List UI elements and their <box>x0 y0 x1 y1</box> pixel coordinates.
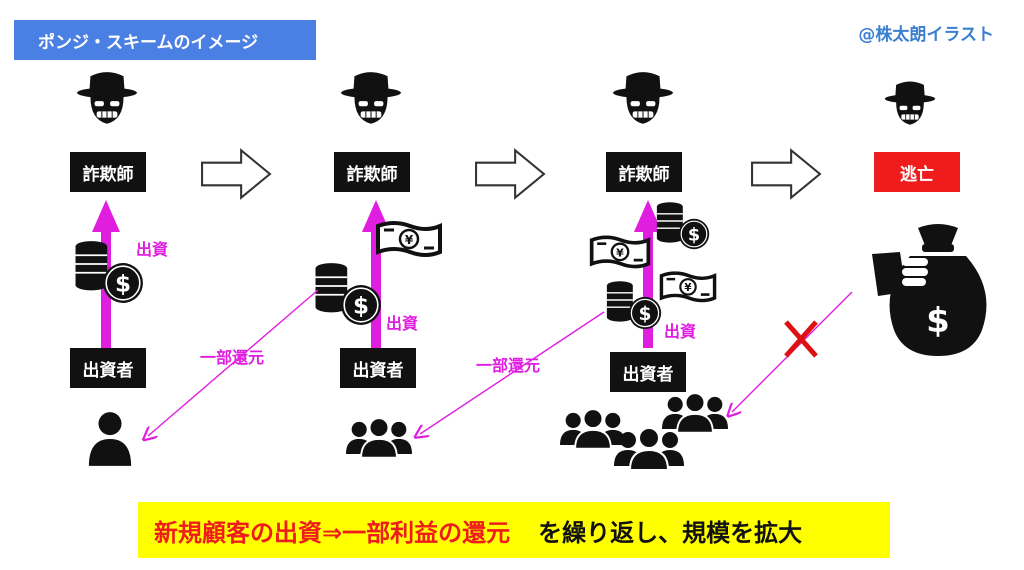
credit-text: @株太朗イラスト <box>858 25 994 45</box>
dollar-coin-icon <box>102 262 144 304</box>
swindler-label: 詐欺師 <box>334 152 410 192</box>
partial-return-label: 一部還元 <box>476 356 541 375</box>
yen-banknote-icon <box>589 235 651 269</box>
group-icon <box>662 392 728 434</box>
person-icon <box>88 412 132 466</box>
arrow-right-icon <box>751 149 821 199</box>
arrow-right-icon <box>201 149 271 199</box>
investor-label: 出資者 <box>610 352 686 392</box>
swindler-label: 詐欺師 <box>70 152 146 192</box>
group-icon <box>560 408 626 450</box>
summary-rest: を繰り返し、規模を拡大 <box>538 518 803 547</box>
yen-banknote-icon <box>659 271 717 303</box>
escape-label: 逃亡 <box>874 152 960 192</box>
money-bag-icon: $ <box>872 224 987 356</box>
invest-label: 出資 <box>136 240 169 259</box>
summary-banner: 新規顧客の出資⇒一部利益の還元 を繰り返し、規模を拡大 <box>138 502 890 558</box>
hat-criminal-icon <box>612 71 674 125</box>
svg-text:$: $ <box>926 301 950 341</box>
investor-label: 出資者 <box>340 348 416 388</box>
dollar-coin-icon <box>678 218 710 250</box>
investor-label: 出資者 <box>70 348 146 388</box>
invest-label: 出資 <box>664 322 697 341</box>
coin-stack-icon <box>606 280 634 323</box>
coin-stack-icon <box>656 201 684 244</box>
group-icon <box>346 417 412 458</box>
hat-criminal-icon <box>884 81 936 126</box>
hat-criminal-icon <box>76 71 138 125</box>
diagram-title: ポンジ・スキームのイメージ <box>14 20 316 60</box>
hat-criminal-icon <box>340 71 402 125</box>
swindler-label: 詐欺師 <box>606 152 682 192</box>
yen-banknote-icon <box>376 221 442 257</box>
summary-highlight: 新規顧客の出資⇒一部利益の還元 <box>154 518 511 547</box>
arrow-right-icon <box>475 149 545 199</box>
partial-return-label: 一部還元 <box>200 348 265 367</box>
cross-mark-icon <box>784 320 818 358</box>
group-icon <box>614 427 684 470</box>
coin-stack-icon <box>74 240 109 292</box>
dollar-coin-icon <box>340 284 382 326</box>
dollar-coin-icon <box>628 296 662 330</box>
invest-label: 出資 <box>386 314 419 333</box>
